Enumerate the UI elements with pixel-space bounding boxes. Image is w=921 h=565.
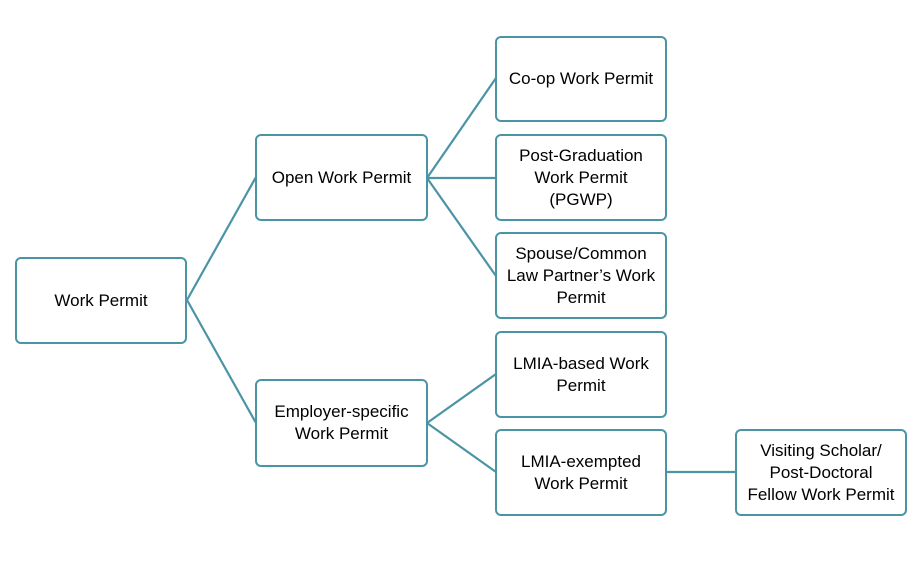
node-lmia-exempted-work-permit: LMIA-exempted Work Permit (495, 429, 667, 516)
connector-employer-to-lmia-exempted (425, 421, 498, 474)
connector-open-to-coop (425, 76, 498, 180)
node-pgwp: Post-Graduation Work Permit (PGWP) (495, 134, 667, 221)
node-visiting-scholar-work-permit: Visiting Scholar/ Post-Doctoral Fellow W… (735, 429, 907, 516)
node-coop-label: Co-op Work Permit (508, 69, 654, 88)
node-spouse-label: Spouse/Common Law Partner’s Work Permit (506, 243, 656, 307)
node-open-work-permit-label: Open Work Permit (271, 167, 412, 187)
node-coop-work-permit: Co-op Work Permit (495, 36, 667, 122)
node-pgwp-label: Post-Graduation Work Permit (PGWP) (519, 145, 643, 209)
connector-root-to-open (185, 175, 258, 302)
node-spouse-work-permit: Spouse/Common Law Partner’s Work Permit (495, 232, 667, 319)
connector-root-to-employer (185, 298, 258, 425)
node-visiting-scholar-label: Visiting Scholar/ Post-Doctoral Fellow W… (747, 440, 895, 504)
connector-employer-to-lmia-based (425, 372, 498, 425)
node-employer-specific-label: Employer-specific Work Permit (274, 402, 409, 443)
node-lmia-based-work-permit: LMIA-based Work Permit (495, 331, 667, 418)
node-lmia-based-label: LMIA-based Work Permit (513, 353, 649, 395)
node-employer-specific-work-permit: Employer-specific Work Permit (255, 379, 428, 467)
node-work-permit: Work Permit (15, 257, 187, 344)
node-work-permit-label: Work Permit (54, 290, 148, 310)
connector-open-to-spouse (425, 176, 498, 278)
node-lmia-exempted-label: LMIA-exempted Work Permit (521, 451, 641, 493)
node-open-work-permit: Open Work Permit (255, 134, 428, 221)
